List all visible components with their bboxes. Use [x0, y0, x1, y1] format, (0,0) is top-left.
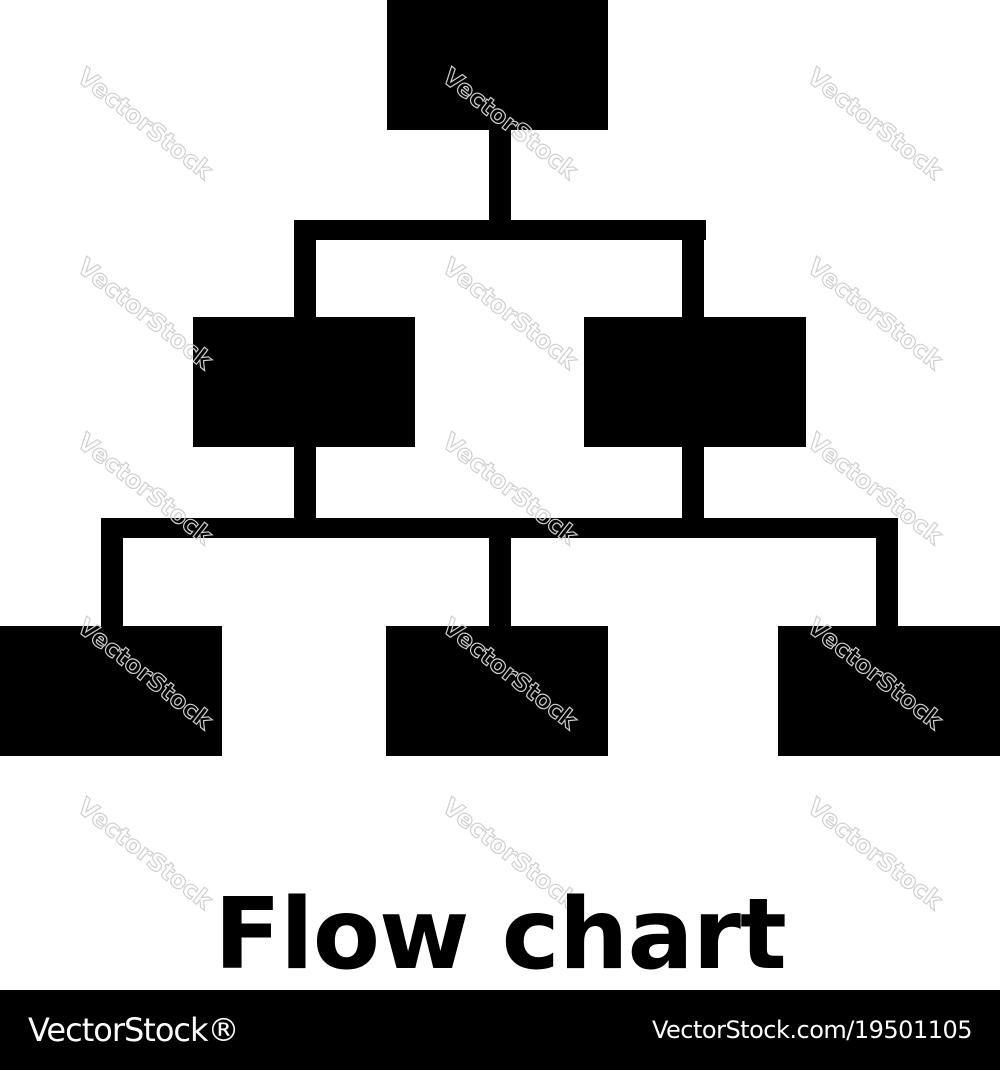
connector-left-down: [294, 445, 316, 525]
node-middle-left: [193, 317, 415, 447]
connector-level1-horizontal: [294, 220, 706, 240]
footer-bar: VectorStock® VectorStock.com/19501105: [0, 990, 1000, 1070]
connector-top-vertical: [489, 128, 511, 228]
footer-brand: VectorStock®: [28, 1011, 240, 1049]
connector-right-down: [682, 445, 704, 525]
footer-image-id: VectorStock.com/19501105: [651, 1016, 973, 1044]
node-root: [387, 0, 608, 130]
node-bottom-center: [386, 626, 608, 756]
connector-bottom-center-drop: [489, 518, 511, 628]
org-chart-icon: [0, 0, 1000, 756]
connector-bottom-left-drop: [101, 518, 123, 628]
connector-left-drop: [294, 220, 316, 320]
node-bottom-left: [0, 626, 222, 756]
connector-right-drop: [682, 220, 704, 320]
connector-bottom-right-drop: [876, 518, 898, 628]
diagram-caption: Flow chart: [214, 878, 787, 992]
node-middle-right: [584, 317, 806, 447]
node-bottom-right: [778, 626, 1000, 756]
